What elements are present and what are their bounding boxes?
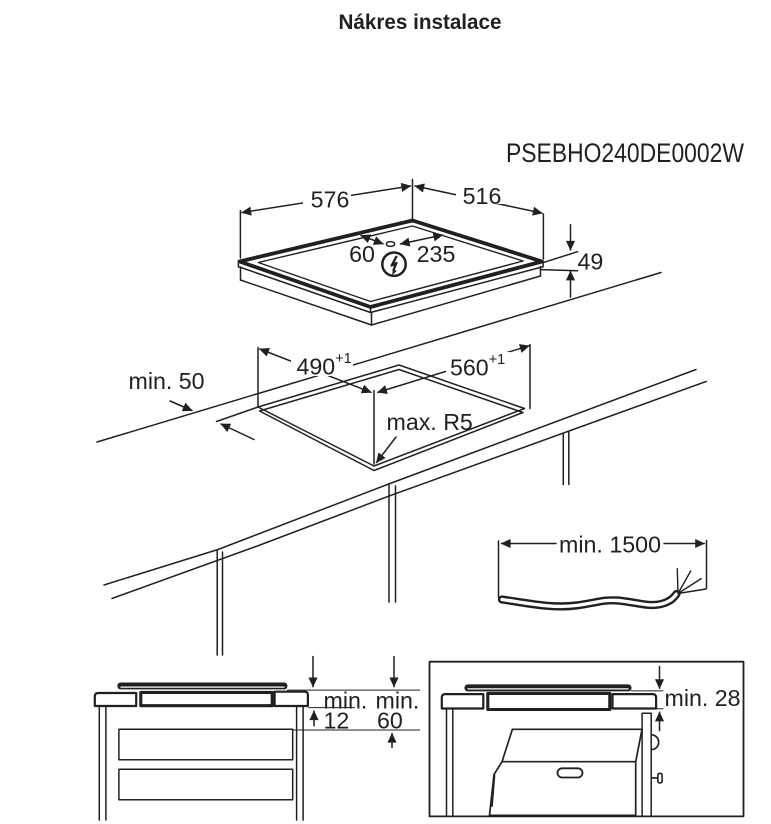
svg-text:Nákres instalace: Nákres instalace bbox=[339, 10, 502, 34]
svg-text:235: 235 bbox=[417, 241, 456, 267]
svg-text:516: 516 bbox=[463, 183, 502, 209]
svg-text:560+1: 560+1 bbox=[450, 352, 505, 381]
svg-text:max. R5: max. R5 bbox=[387, 409, 473, 435]
svg-text:min.: min. bbox=[376, 688, 420, 714]
svg-text:min. 1500: min. 1500 bbox=[559, 532, 661, 558]
svg-text:60: 60 bbox=[349, 241, 375, 267]
svg-text:12: 12 bbox=[324, 708, 350, 734]
svg-text:min. 50: min. 50 bbox=[129, 368, 205, 394]
svg-text:576: 576 bbox=[311, 187, 350, 213]
svg-text:49: 49 bbox=[578, 249, 604, 275]
svg-text:min.: min. bbox=[324, 688, 368, 714]
svg-text:min. 28: min. 28 bbox=[665, 685, 741, 711]
svg-text:PSEBHO240DE0002W: PSEBHO240DE0002W bbox=[506, 138, 744, 168]
svg-text:60: 60 bbox=[377, 708, 403, 734]
